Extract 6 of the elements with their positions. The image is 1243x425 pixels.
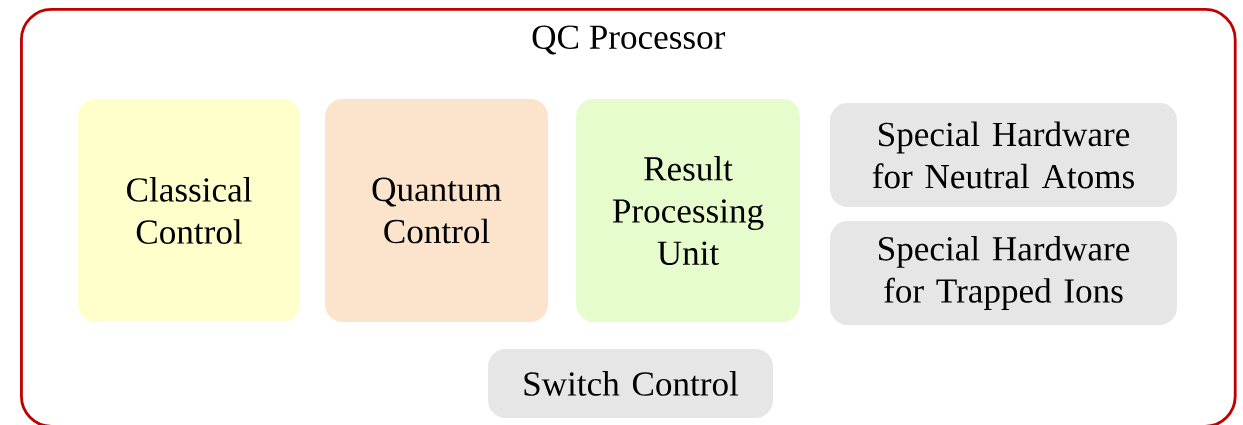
module-box: Classical Control xyxy=(78,99,300,322)
hardware-box: Special Hardware for Trapped Ions xyxy=(830,221,1177,325)
module-box: Result Processing Unit xyxy=(576,99,800,322)
control-box: Switch Control xyxy=(488,349,773,418)
hardware-box: Special Hardware for Neutral Atoms xyxy=(830,103,1177,207)
module-box: Quantum Control xyxy=(325,99,548,322)
